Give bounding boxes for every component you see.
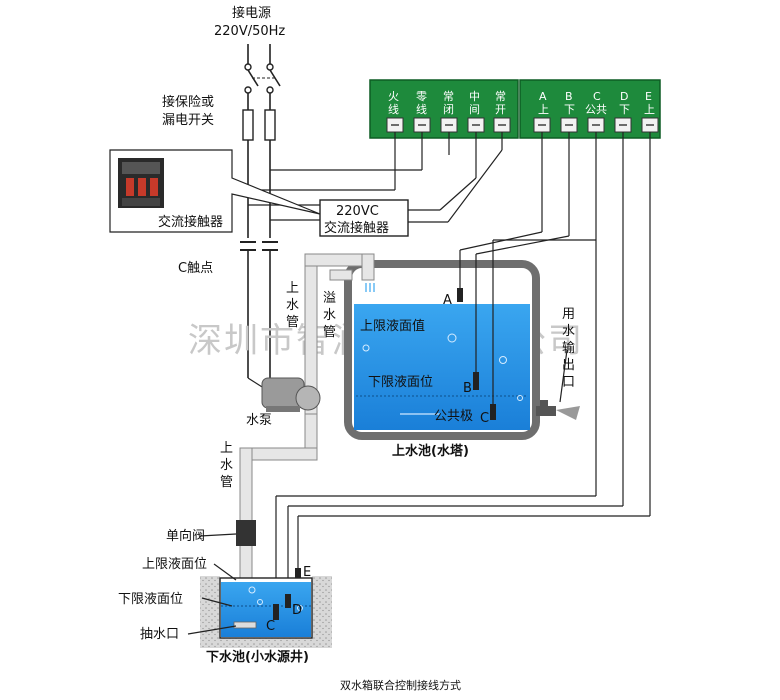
upper-tank-name: 上水池(水塔): [392, 443, 469, 459]
lower-probe-d: D: [292, 603, 302, 618]
lower-tank-name: 下水池(小水源井): [206, 649, 309, 665]
power-spec: 220V/50Hz: [214, 24, 285, 39]
water-pump: [261, 377, 321, 412]
terminal-c-top: C: [593, 90, 601, 103]
probe-b-label: B: [463, 381, 472, 396]
up-pipe-top-2: 水: [286, 298, 299, 313]
terminal-d-bottom: 下: [619, 103, 630, 116]
upper-tank-common: 公共极: [434, 409, 473, 424]
overflow-2: 水: [323, 308, 336, 323]
terminal-panel: [369, 79, 661, 139]
lower-intake: 抽水口: [140, 627, 179, 642]
fuse-right: [264, 109, 276, 141]
probe-c-upper-label: C: [480, 411, 489, 426]
power-wiring: [247, 132, 503, 238]
outlet-label-5: 口: [562, 375, 575, 390]
lower-upper-level: 上限液面位: [142, 557, 207, 572]
up-pipe-top-3: 管: [286, 315, 299, 330]
terminal-nc-bottom: 闭: [443, 103, 454, 116]
probe-wiring: [275, 132, 651, 604]
lower-probe-c: C: [266, 619, 275, 634]
up-pipe-bottom-1: 上: [220, 441, 233, 456]
outlet-label-4: 出: [562, 358, 575, 373]
outlet-label-2: 水: [562, 324, 575, 339]
contactor-voltage: 220VC: [336, 204, 379, 219]
water-outlet: [536, 349, 580, 420]
c-contact-label: C触点: [178, 261, 213, 276]
check-valve-label: 单向阀: [166, 528, 205, 544]
terminal-c-bottom: 公共: [585, 103, 607, 116]
terminal-no-bottom: 开: [495, 103, 506, 116]
outlet-label-3: 输: [562, 340, 575, 356]
terminal-b-bottom: 下: [564, 103, 575, 116]
terminal-e-top: E: [645, 90, 652, 103]
terminal-b-top: B: [565, 90, 573, 103]
lower-well: [200, 568, 332, 648]
main-switch: [244, 44, 281, 110]
terminal-mid-bottom: 间: [469, 103, 480, 116]
terminal-mid-top: 中: [469, 90, 480, 103]
check-valve: [236, 520, 256, 546]
outlet-label-1: 用: [562, 307, 575, 322]
caption: 双水箱联合控制接线方式: [340, 678, 461, 692]
terminal-e-bottom: 上: [644, 103, 655, 116]
terminal-no-top: 常: [495, 90, 506, 103]
up-pipe-bottom-2: 水: [220, 458, 233, 473]
overflow-1: 溢: [323, 291, 336, 306]
contactor-photo-label: 交流接触器: [158, 214, 223, 230]
up-pipe-top-1: 上: [286, 281, 299, 296]
c-contacts: [240, 241, 278, 393]
upper-probes: [457, 240, 496, 420]
lower-lower-level: 下限液面位: [118, 592, 183, 607]
terminal-a-top: A: [539, 90, 547, 103]
fuse-left: [242, 109, 254, 141]
upper-tank-upper-level: 上限液面值: [360, 318, 425, 334]
pump-label: 水泵: [246, 413, 272, 428]
terminal-neutral-top: 零: [416, 90, 427, 103]
up-pipe-bottom-3: 管: [220, 475, 233, 490]
breaker-label-2: 漏电开关: [162, 112, 214, 128]
lower-probe-e: E: [303, 565, 311, 580]
probe-a-label: A: [443, 293, 452, 308]
terminal-a-bottom: 上: [538, 103, 549, 116]
water-pipes: [239, 253, 375, 627]
contactor-box: [319, 199, 409, 237]
breaker-label-1: 接保险或: [162, 94, 214, 110]
terminal-neutral-bottom: 线: [416, 102, 427, 116]
power-title: 接电源: [232, 5, 271, 21]
contactor-box-label: 交流接触器: [324, 220, 389, 236]
contactor-photo: [118, 158, 164, 208]
terminal-fire-top: 火: [388, 90, 399, 103]
upper-tank-lower-level: 下限液面位: [368, 375, 433, 390]
terminal-fire-bottom: 线: [388, 102, 399, 116]
terminal-nc-top: 常: [443, 90, 454, 103]
upper-tank: [344, 260, 540, 440]
contactor-photo-callout: 交流接触器: [109, 149, 321, 233]
overflow-3: 管: [323, 325, 336, 340]
terminal-d-top: D: [620, 90, 628, 103]
